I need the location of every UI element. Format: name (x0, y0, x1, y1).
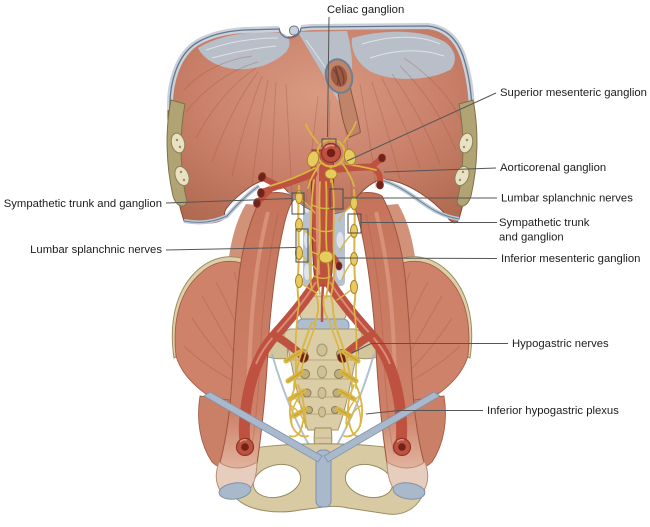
label-hypogastric-nerves: Hypogastric nerves (512, 338, 609, 350)
bracket-sympathetic-trunk-right (347, 213, 362, 234)
leader-lines (165, 16, 508, 415)
diaphragm (166, 22, 475, 225)
bracket-lumbar-splanchnic-right (329, 188, 344, 210)
psoas-left (215, 192, 298, 500)
arteries (238, 142, 408, 448)
rib-ends-left (166, 99, 190, 207)
psoas-tendon-left (218, 482, 252, 500)
femoral-artery-cut-right (392, 437, 412, 457)
region-brackets (291, 138, 362, 263)
label-sympathetic-trunk-right-line1: Sympathetic trunk (499, 217, 590, 229)
label-sympathetic-trunk-left: Sympathetic trunk and ganglion (4, 198, 162, 210)
label-sympathetic-trunk-right-line2: and ganglion (499, 232, 564, 244)
inguinal-ligaments (203, 391, 441, 463)
caval-opening-notch (289, 25, 299, 36)
superior-mesenteric-ganglion-blob (324, 168, 338, 180)
pelvic-bones (228, 443, 426, 515)
rib-ends-right (454, 99, 478, 207)
femoral-artery-cut-left (235, 437, 255, 457)
label-inferior-mesenteric-ganglion: Inferior mesenteric ganglion (501, 253, 640, 265)
label-lumbar-splanchnic-left: Lumbar splanchnic nerves (30, 244, 162, 256)
leader-lumbar-splanchnic-left (165, 247, 297, 251)
bracket-lumbar-splanchnic-left (295, 228, 309, 263)
leader-inferior-hypogastric-plexus (365, 410, 483, 415)
hypogastric-nerves-group (293, 294, 353, 389)
label-lumbar-splanchnic-right: Lumbar splanchnic nerves (501, 193, 633, 205)
leader-hypogastric-nerves (351, 343, 508, 354)
psoas-tendon-right (392, 482, 426, 500)
costal-rim (166, 22, 475, 117)
aortic-plexus (308, 179, 336, 299)
bracket-sympathetic-trunk-left (291, 192, 305, 215)
inferior-mesenteric-ganglion-blob (318, 250, 334, 264)
label-aorticorenal-ganglion: Aorticorenal ganglion (500, 162, 606, 174)
leader-celiac-ganglion (327, 16, 330, 138)
leader-sympathetic-trunk-left (165, 198, 293, 204)
inferior-hypogastric-plexus-left (289, 384, 309, 438)
celiac-trunk-ring (320, 142, 342, 164)
leader-aorticorenal-ganglion (383, 167, 497, 173)
leader-superior-mesenteric-ganglion (346, 92, 497, 162)
label-superior-mesenteric-ganglion: Superior mesenteric ganglion (500, 87, 647, 99)
sacral-nerves (283, 349, 361, 419)
bracket-celiac (321, 138, 337, 147)
label-celiac-ganglion: Celiac ganglion (327, 4, 404, 16)
leader-inferior-mesenteric-ganglion (336, 257, 498, 259)
diaphragm-inferior-lining (183, 178, 460, 225)
nerves (269, 121, 377, 438)
pubic-symphysis (315, 449, 332, 508)
figure-labels: Celiac ganglion Superior mesenteric gang… (4, 4, 647, 417)
label-inferior-hypogastric-plexus: Inferior hypogastric plexus (487, 405, 619, 417)
